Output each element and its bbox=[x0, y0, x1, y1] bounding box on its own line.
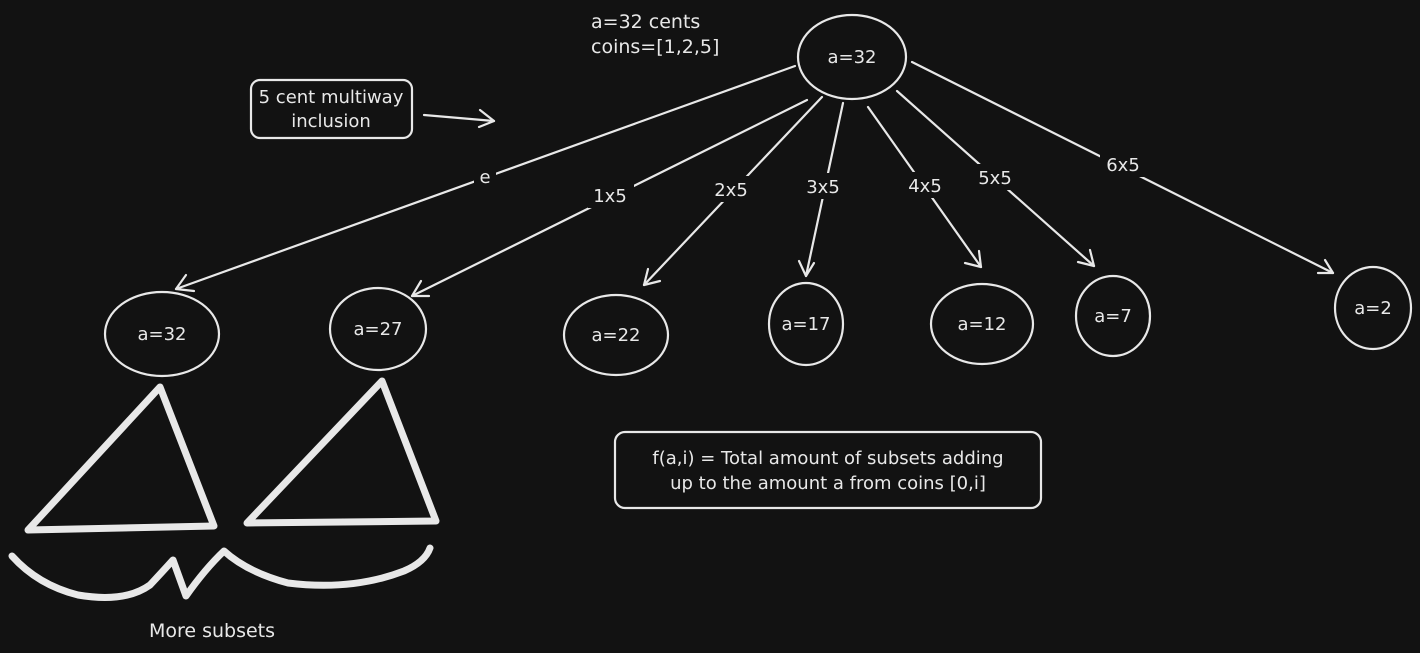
child-node: a=27 bbox=[328, 286, 428, 372]
edge-label-6x5: 6x5 bbox=[1106, 155, 1140, 176]
edge-label-e: e bbox=[479, 167, 490, 188]
root-node-label: a=32 bbox=[827, 47, 876, 68]
note-arrow bbox=[422, 108, 496, 129]
child-node: a=17 bbox=[767, 281, 845, 367]
coins-text: coins=[1,2,5] bbox=[591, 36, 719, 58]
child-node-label: a=12 bbox=[957, 314, 1006, 335]
subtree-triangle-right bbox=[243, 377, 440, 527]
child-node: a=7 bbox=[1074, 274, 1152, 358]
edge-label-4x5: 4x5 bbox=[908, 176, 942, 197]
subtrees-brace bbox=[8, 544, 434, 601]
edge-6x5: 6x5 bbox=[910, 60, 1335, 275]
child-node: a=2 bbox=[1333, 265, 1413, 351]
child-node-label: a=32 bbox=[137, 324, 186, 345]
child-node-label: a=17 bbox=[781, 314, 830, 335]
edge-label-1x5: 1x5 bbox=[593, 186, 627, 207]
child-node-label: a=2 bbox=[1354, 298, 1392, 319]
subtree-triangle-left bbox=[24, 383, 218, 534]
multiway-note-line1: 5 cent multiway bbox=[259, 87, 404, 108]
child-node-label: a=22 bbox=[591, 325, 640, 346]
edge-5x5: 5x5 bbox=[895, 89, 1096, 268]
child-node-label: a=7 bbox=[1094, 306, 1132, 327]
child-node: a=12 bbox=[929, 282, 1035, 366]
definition-box: f(a,i) = Total amount of subsets adding … bbox=[613, 430, 1043, 510]
subtrees-caption: More subsets bbox=[149, 620, 275, 642]
edge-label-5x5: 5x5 bbox=[978, 168, 1012, 189]
edge-e: e bbox=[174, 64, 797, 293]
edge-label-2x5: 2x5 bbox=[714, 180, 748, 201]
multiway-note-line2: inclusion bbox=[291, 111, 371, 132]
definition-line1: f(a,i) = Total amount of subsets adding bbox=[652, 448, 1003, 469]
child-node: a=32 bbox=[103, 290, 221, 378]
amount-text: a=32 cents bbox=[591, 11, 700, 33]
edge-2x5: 2x5 bbox=[642, 95, 824, 287]
definition-line2: up to the amount a from coins [0,i] bbox=[670, 473, 986, 494]
child-node-label: a=27 bbox=[353, 319, 402, 340]
child-node: a=22 bbox=[562, 293, 670, 377]
edge-4x5: 4x5 bbox=[866, 105, 983, 269]
multiway-note: 5 cent multiway inclusion bbox=[249, 78, 414, 140]
root-node: a=32 bbox=[796, 13, 908, 101]
edge-1x5: 1x5 bbox=[410, 98, 809, 298]
edge-3x5: 3x5 bbox=[797, 101, 846, 278]
edge-label-3x5: 3x5 bbox=[806, 177, 840, 198]
